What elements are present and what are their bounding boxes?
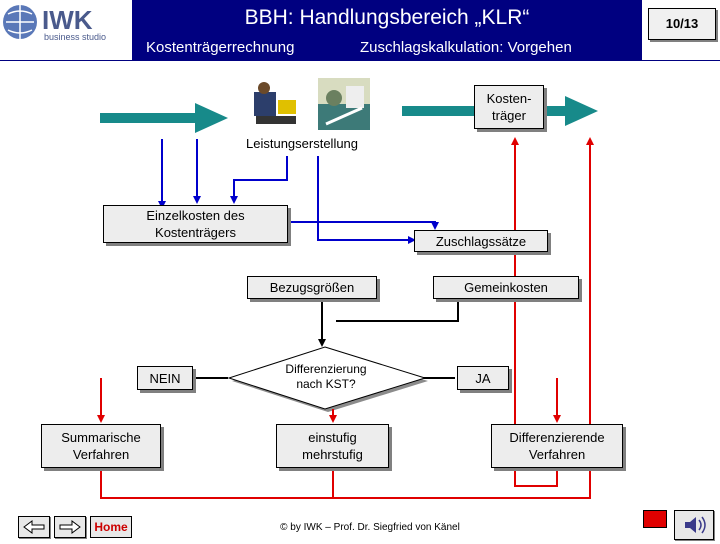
kostentraeger-line1: Kosten- (486, 91, 532, 106)
input-teal-arrow (100, 103, 228, 133)
leistungserstellung-label: Leistungserstellung (246, 136, 359, 151)
ja-box: JA (457, 366, 509, 390)
back-arrow-icon (23, 520, 45, 534)
header-bar (132, 0, 642, 60)
differenzierende-line1: Differenzierende (509, 430, 605, 445)
machine-photo-icon (318, 78, 370, 130)
summarische-line2: Verfahren (72, 447, 130, 462)
einzelkosten-line2: Kostenträgers (155, 225, 236, 240)
kostentraeger-line2: träger (492, 108, 526, 123)
blue-line-3 (230, 156, 288, 204)
ja-label: JA (475, 370, 491, 386)
subtitle-left: Kostenträgerrechnung (146, 39, 295, 56)
red-line-bottom (100, 137, 594, 499)
summarische-line1: Summarische (61, 430, 141, 445)
bezugsgroessen-label: Bezugsgrößen (269, 280, 355, 295)
page-number: 10/13 (648, 8, 716, 40)
worker-photo-icon (250, 78, 300, 128)
red-marker (643, 510, 667, 528)
blue-line-4 (317, 156, 416, 244)
gemeinkosten-label: Gemeinkosten (464, 280, 548, 295)
black-line-gk (336, 299, 459, 322)
einzelkosten-line1: Einzelkosten des (146, 208, 245, 223)
logo-subtext: business studio (44, 32, 106, 42)
logo-text: IWK (42, 5, 93, 35)
zuschlagssaetze-box: Zuschlagssätze (414, 230, 548, 252)
differenzierung-line1: Differenzierung (285, 362, 367, 376)
sound-button[interactable] (674, 510, 714, 540)
differenzierende-line2: Verfahren (528, 447, 586, 462)
gemeinkosten-box: Gemeinkosten (433, 276, 579, 299)
differenzierung-line2: nach KST? (296, 377, 356, 391)
zuschlagssaetze-label: Zuschlagssätze (435, 233, 527, 249)
nein-label: NEIN (149, 370, 181, 386)
back-button[interactable] (18, 516, 50, 538)
copyright-text: © by IWK – Prof. Dr. Siegfried von Känel (280, 522, 460, 533)
stufig-line1: einstufig (308, 430, 357, 445)
blue-line-5 (288, 221, 439, 230)
forward-button[interactable] (54, 516, 86, 538)
header-divider (0, 60, 720, 61)
nein-box: NEIN (137, 366, 193, 390)
bezugsgroessen-box: Bezugsgrößen (247, 276, 377, 299)
red-line-diff-down (511, 137, 558, 487)
stufig-line2: mehrstufig (302, 447, 363, 462)
page-title: BBH: Handlungsbereich „KLR“ (244, 6, 530, 29)
subtitle-right: Zuschlagskalkulation: Vorgehen (360, 39, 572, 56)
speaker-icon (685, 516, 706, 534)
forward-arrow-icon (59, 520, 81, 534)
home-button[interactable]: Home (90, 516, 132, 538)
stufig-box: einstufig mehrstufig (276, 424, 389, 468)
iwk-logo: IWK business studio (3, 5, 106, 42)
kostentraeger-box: Kosten-träger (474, 85, 544, 129)
